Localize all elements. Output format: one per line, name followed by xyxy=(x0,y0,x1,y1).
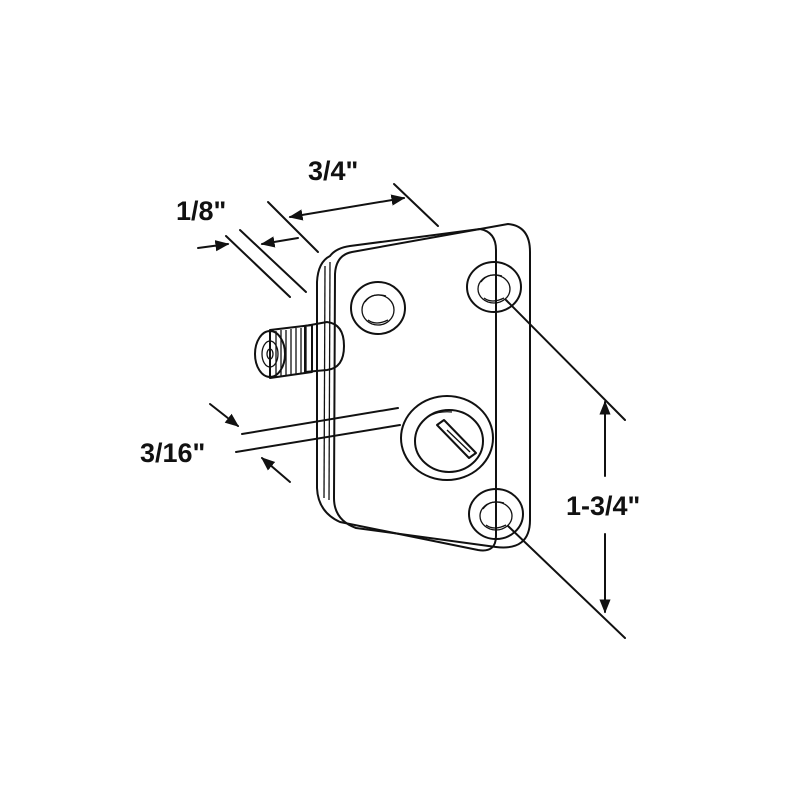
knurled-pin xyxy=(254,321,345,379)
bracket-back-plate xyxy=(316,228,497,552)
pin-tip xyxy=(254,330,286,378)
bottom-right-screw-hole xyxy=(468,488,524,540)
bracket-side-edge xyxy=(323,265,326,499)
dimension-hole-offset: 3/16" xyxy=(140,403,401,483)
top-left-screw-hole xyxy=(350,281,406,335)
bracket-side-edge-2 xyxy=(328,261,331,501)
dimension-width: 3/4" xyxy=(267,156,439,253)
dimension-height-label: 1-3/4" xyxy=(566,491,640,521)
pin-knurling xyxy=(275,327,307,377)
pin-shank xyxy=(269,324,313,379)
top-right-screw-hole xyxy=(466,261,522,313)
center-bushing xyxy=(400,395,494,481)
dimension-width-label: 3/4" xyxy=(308,156,358,186)
pin-collar xyxy=(304,321,345,373)
bushing-slot xyxy=(436,419,477,459)
bracket-body xyxy=(316,223,531,552)
dimension-thickness: 1/8" xyxy=(176,196,307,298)
dimension-hole-offset-label: 3/16" xyxy=(140,438,205,468)
bracket-front-face xyxy=(333,223,531,549)
dimension-height: 1-3/4" xyxy=(505,299,640,639)
dimension-thickness-label: 1/8" xyxy=(176,196,226,226)
